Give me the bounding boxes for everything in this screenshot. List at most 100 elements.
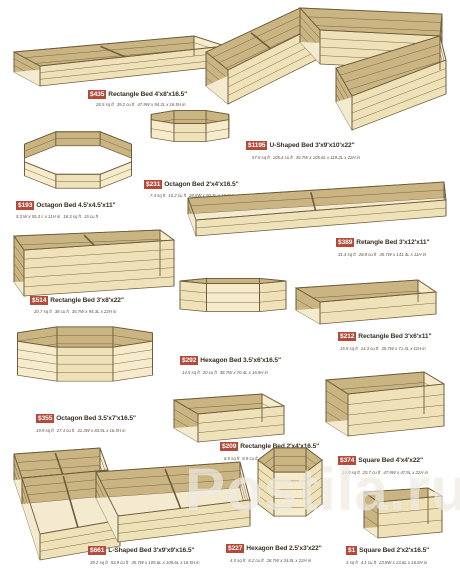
bed-floor <box>22 496 120 560</box>
bed-wall <box>173 393 263 429</box>
board-seam <box>305 465 323 478</box>
board-seam <box>13 245 25 260</box>
board-seam <box>23 267 175 278</box>
board-seam <box>95 489 119 534</box>
board-seam <box>305 468 323 482</box>
board-seam <box>205 24 301 70</box>
bed-floor <box>326 414 444 436</box>
bed-wall <box>13 51 41 87</box>
board-seam <box>299 33 321 50</box>
board-seam <box>325 400 349 416</box>
board-seam <box>439 61 447 86</box>
bed-wall <box>150 119 175 142</box>
board-seam <box>305 474 323 487</box>
bed-wall <box>112 326 153 368</box>
board-seam <box>295 298 321 314</box>
board-seam <box>423 392 445 406</box>
board-seam <box>227 40 321 88</box>
board-seam <box>305 495 323 508</box>
bed-floor <box>336 70 446 130</box>
board-seam <box>325 403 425 412</box>
bed-wall <box>205 51 229 105</box>
board-seam <box>257 474 275 487</box>
board-seam <box>319 302 437 314</box>
board-seam <box>335 93 353 122</box>
board-seam <box>13 65 41 80</box>
bed-wall <box>347 383 445 437</box>
board-seam <box>363 499 429 505</box>
board-seam <box>205 60 229 79</box>
price-badge: $1195 <box>246 141 268 150</box>
board-seam <box>325 390 349 405</box>
board-seam <box>39 537 121 552</box>
bed-rim <box>13 447 109 479</box>
bed-wall <box>56 326 114 362</box>
bed-name: Hexagon Bed 3.5'x6'x16.5" <box>200 357 282 364</box>
board-seam <box>259 287 287 291</box>
bed-rim <box>362 487 444 503</box>
board-seam <box>23 258 175 269</box>
board-seam <box>173 409 199 424</box>
board-seam <box>112 335 153 342</box>
board-seam <box>99 465 109 488</box>
board-seam <box>179 290 207 294</box>
board-seam <box>377 507 443 515</box>
board-seam <box>95 480 119 525</box>
board-seam <box>299 24 443 32</box>
bed-wall <box>417 279 437 315</box>
board-seam <box>39 528 121 543</box>
bed-wall <box>273 471 307 517</box>
board-seam <box>257 482 275 496</box>
bed-wall <box>13 453 23 505</box>
board-seam <box>295 290 419 300</box>
bed-floor <box>174 422 284 442</box>
board-seam <box>13 49 195 66</box>
bed-wall <box>173 399 199 443</box>
board-seam <box>351 76 447 114</box>
board-seam <box>257 495 275 508</box>
board-seam <box>351 85 447 122</box>
bed-rim <box>187 181 447 221</box>
price-badge: $212 <box>338 332 357 341</box>
board-seam <box>205 33 301 78</box>
board-seam <box>305 486 323 499</box>
board-seam <box>257 486 275 499</box>
board-seam <box>335 44 441 77</box>
board-seam <box>13 42 195 59</box>
bed-wall <box>39 45 226 87</box>
bed-rim <box>17 326 153 348</box>
board-seam <box>173 418 199 433</box>
board-seam <box>261 403 285 416</box>
board-seam <box>112 349 153 356</box>
board-seam <box>205 77 229 96</box>
board-seam <box>319 38 441 45</box>
bed-floor <box>96 488 250 542</box>
price-badge: $435 <box>88 90 107 99</box>
board-seam <box>17 343 58 351</box>
